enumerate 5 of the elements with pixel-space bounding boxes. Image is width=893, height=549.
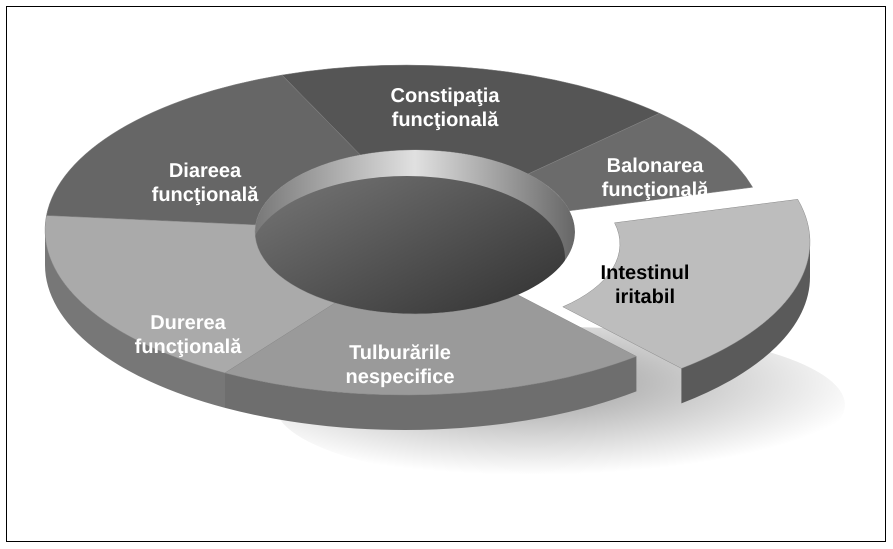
segment-label: Tulburările nespecifice [344,341,456,389]
segment-label: Diareea funcţională [150,159,260,207]
segment-label: Constipaţia funcţională [390,84,501,132]
segment-label: Durerea funcţională [134,311,242,359]
segment-label: Intestinul iritabil [600,261,690,309]
